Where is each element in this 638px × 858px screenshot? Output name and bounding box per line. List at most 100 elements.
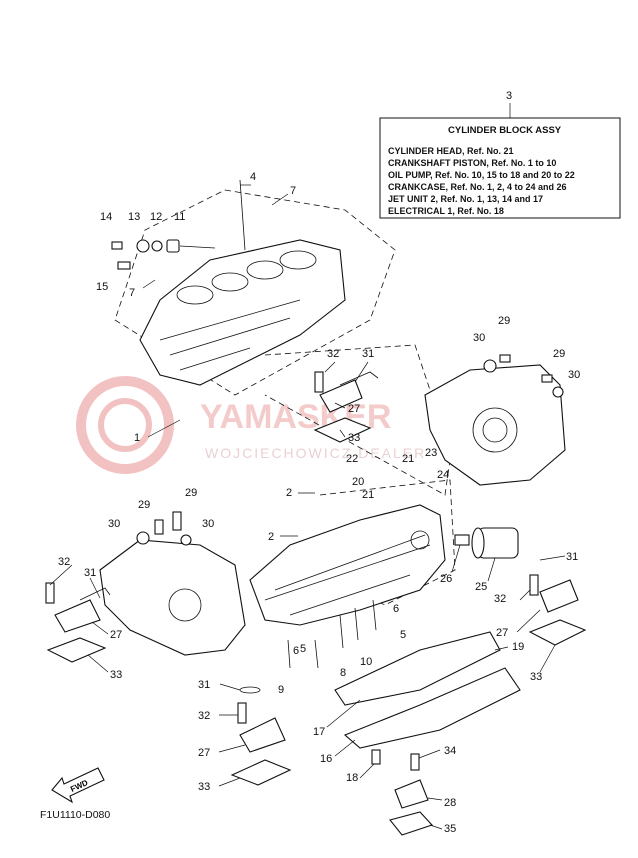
fwd-arrow: FWD xyxy=(51,767,105,804)
callout-34: 34 xyxy=(444,745,456,757)
spec-line-5: JET UNIT 2, Ref. No. 1, 13, 14 and 17 xyxy=(388,194,543,204)
spec-box-title: CYLINDER BLOCK ASSY xyxy=(448,125,562,136)
watermark-sub: WOJCIECHOWICZ DEALER xyxy=(205,445,426,461)
leader-33c xyxy=(218,777,241,787)
bore-4 xyxy=(279,250,317,270)
oil-filter-face xyxy=(471,527,485,559)
watermark-ring-icon xyxy=(76,376,174,474)
washer-30-left2-icon xyxy=(180,534,192,546)
callout-27b: 27 xyxy=(110,629,122,641)
leader-27b xyxy=(91,621,109,635)
callout-7a: 7 xyxy=(290,185,296,197)
callout-29a: 29 xyxy=(498,315,510,327)
callout-25: 25 xyxy=(475,581,487,593)
callout-5b: 5 xyxy=(400,629,406,641)
mount-27-left xyxy=(54,599,101,633)
crankcase xyxy=(249,504,446,626)
bolt-5b xyxy=(372,599,377,631)
callout-29c: 29 xyxy=(185,487,197,499)
callout-30c: 30 xyxy=(108,518,120,530)
oil-filter-group xyxy=(454,527,519,559)
damper-33-lower xyxy=(230,759,292,786)
callout-27c: 27 xyxy=(198,747,210,759)
callout-27d: 27 xyxy=(496,627,508,639)
washer-13-icon xyxy=(136,239,150,253)
spec-box: 3 CYLINDER BLOCK ASSY CYLINDER HEAD, Ref… xyxy=(379,90,621,219)
leader-7a xyxy=(271,193,289,206)
mount-27-upper xyxy=(319,379,363,413)
bolt-32-upper-icon xyxy=(314,371,324,393)
leader-32b xyxy=(49,564,73,586)
crankcase-bolts xyxy=(287,599,377,669)
callout-21a: 21 xyxy=(402,453,414,465)
drain-plug-group xyxy=(111,239,216,270)
sensor-group xyxy=(389,753,433,836)
callout-13: 13 xyxy=(128,211,140,223)
diagram-code: F1U1110-D080 xyxy=(40,809,110,821)
callout-30b: 30 xyxy=(568,369,580,381)
crankcase-port xyxy=(410,530,430,550)
callout-19: 19 xyxy=(512,641,524,653)
bolt-18-icon xyxy=(371,749,381,765)
leader-19 xyxy=(494,646,509,651)
plug-11-icon xyxy=(166,239,180,253)
plate-16 xyxy=(343,667,521,749)
leader-31d xyxy=(539,555,566,561)
callout-21b: 21 xyxy=(362,489,374,501)
callout-29b: 29 xyxy=(553,348,565,360)
o-ring-12-icon xyxy=(151,240,163,252)
callout-7b: 7 xyxy=(129,287,135,299)
callout-2b: 2 xyxy=(268,531,274,543)
leader-34 xyxy=(418,749,441,759)
engine-mount-lower xyxy=(230,686,292,786)
callout-20: 20 xyxy=(352,476,364,488)
leader-18 xyxy=(359,763,375,779)
engine-mount-upper xyxy=(313,371,379,443)
spec-line-3: OIL PUMP, Ref. No. 10, 15 to 18 and 20 t… xyxy=(388,170,575,180)
bolt-14-icon xyxy=(111,241,123,250)
callout-32b: 32 xyxy=(58,556,70,568)
leader-lines xyxy=(49,184,566,830)
leader-17 xyxy=(326,699,361,728)
leader-35 xyxy=(429,824,443,830)
leader-16 xyxy=(334,739,356,757)
leader-27d xyxy=(516,609,541,633)
watermark-inner-ring xyxy=(98,398,152,452)
leader-33a xyxy=(339,429,346,438)
callout-14: 14 xyxy=(100,211,112,223)
sensor-28 xyxy=(394,779,429,809)
callout-18: 18 xyxy=(346,772,358,784)
callout-32a: 32 xyxy=(327,348,339,360)
fwd-arrow-icon xyxy=(51,767,105,804)
left-cover-body xyxy=(99,539,246,656)
crankcase-body xyxy=(249,504,446,626)
callout-labels: 1 2 2 4 5 5 6 6 7 7 8 9 10 11 12 13 14 1… xyxy=(58,171,580,835)
callout-22: 22 xyxy=(346,453,358,465)
watermark: YAMASKER WOJCIECHOWICZ DEALER xyxy=(76,376,426,474)
spec-box-frame xyxy=(379,117,621,219)
callout-32c: 32 xyxy=(198,710,210,722)
leader-32d xyxy=(519,589,531,601)
gasket-17 xyxy=(334,631,501,706)
engine-mount-right xyxy=(528,574,587,646)
callout-33a: 33 xyxy=(348,432,360,444)
bolt-29-left-icon xyxy=(172,511,182,531)
leader-31c xyxy=(219,683,241,691)
leader-31b xyxy=(89,577,101,599)
callout-33d: 33 xyxy=(530,671,542,683)
clamp-31-lower xyxy=(239,686,261,694)
callout-29d: 29 xyxy=(138,499,150,511)
mount-27-right xyxy=(539,579,579,613)
washer-30-right-icon xyxy=(552,386,564,398)
right-cover-body xyxy=(424,364,566,486)
callout-5a: 5 xyxy=(300,643,306,655)
damper-33-upper xyxy=(313,417,372,443)
cylinder-block-body xyxy=(139,239,346,386)
callout-4: 4 xyxy=(250,171,256,183)
crankcase-ribs xyxy=(264,534,431,616)
callout-30d: 30 xyxy=(202,518,214,530)
washer-30-upper-icon xyxy=(483,359,497,373)
mount-27-lower xyxy=(239,717,286,753)
leader-31a xyxy=(354,361,369,383)
callout-26: 26 xyxy=(440,573,452,585)
